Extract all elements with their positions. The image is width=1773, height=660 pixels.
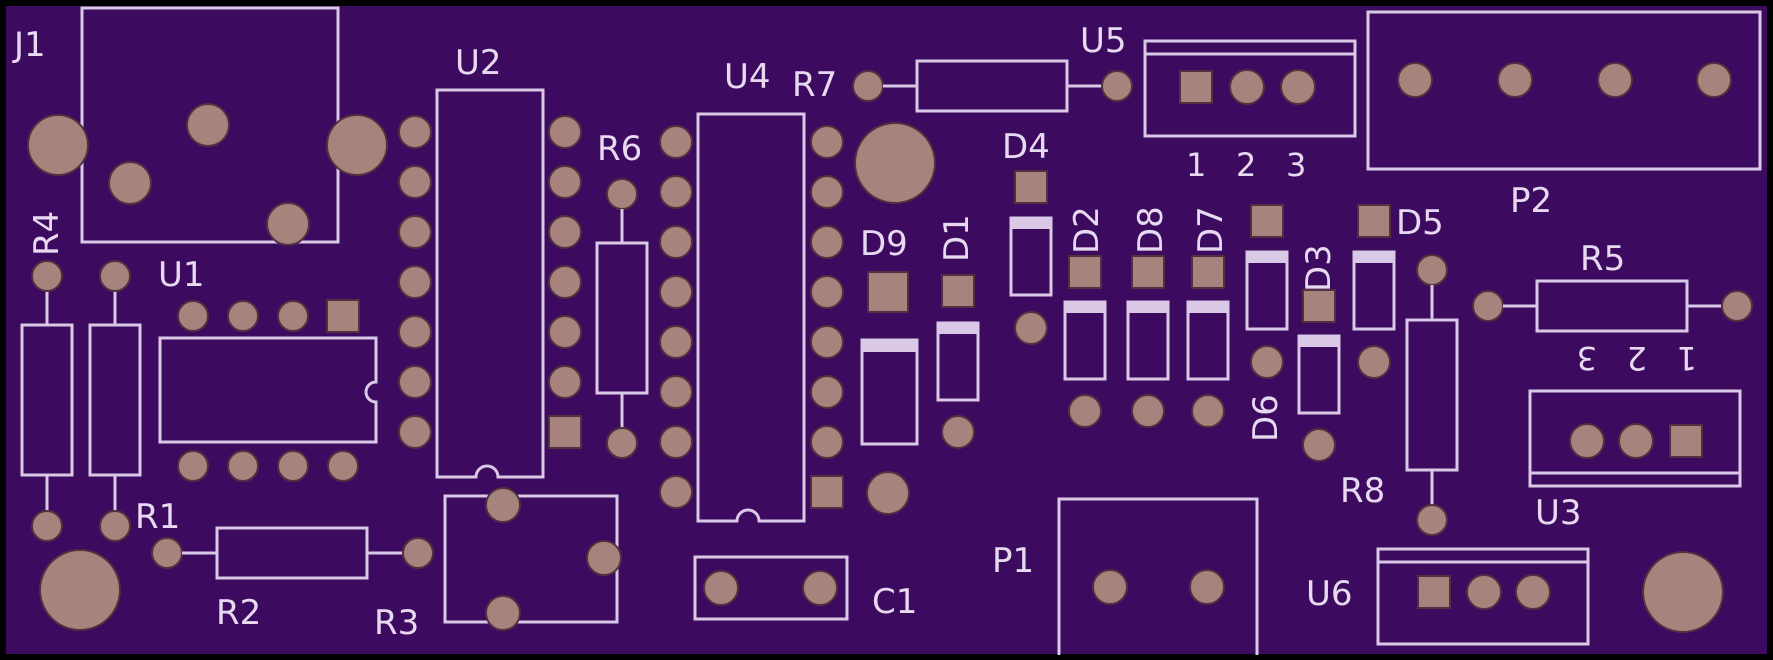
label-u5: U5 — [1080, 21, 1127, 61]
connector-j1: J1 — [12, 6, 388, 246]
label-j1: J1 — [12, 25, 46, 65]
connector-p1: P1 — [992, 497, 1259, 655]
diode-d9: D9 — [860, 224, 919, 515]
diode-d6: D6 — [1245, 204, 1289, 442]
regulator-u6: U6 — [1306, 547, 1590, 646]
trimmer-r3: R3 — [374, 487, 622, 643]
resistor-r7: R7 — [792, 59, 1133, 113]
label-r1: R1 — [135, 497, 180, 537]
resistor-r6: R6 — [595, 129, 649, 459]
label-d1: D1 — [937, 214, 977, 262]
mounting-hole — [39, 549, 121, 631]
pin-number: 1 — [1186, 146, 1206, 184]
label-r5: R5 — [1580, 239, 1625, 279]
mounting-hole — [1642, 551, 1724, 633]
diode-d8: D8 — [1126, 206, 1171, 428]
diode-d2: D2 — [1063, 206, 1107, 428]
label-d2: D2 — [1067, 206, 1107, 254]
label-r6: R6 — [597, 129, 642, 169]
label-u3: U3 — [1535, 493, 1582, 533]
label-d4: D4 — [1002, 127, 1050, 167]
label-r7: R7 — [792, 65, 837, 105]
pin-number: 3 — [1577, 339, 1597, 377]
resistor-r2: R2 — [151, 526, 434, 633]
label-r2: R2 — [216, 593, 261, 633]
label-r3: R3 — [374, 603, 419, 643]
diode-d1: D1 — [936, 214, 980, 449]
mounting-hole — [854, 122, 936, 204]
label-u1: U1 — [158, 255, 205, 295]
label-p2: P2 — [1510, 181, 1552, 221]
pin-number: 2 — [1236, 146, 1256, 184]
regulator-u3: U3 3 2 1 — [1528, 339, 1742, 533]
regulator-u5: U5 1 2 3 — [1080, 21, 1357, 184]
label-u2: U2 — [455, 43, 502, 83]
resistor-r8: R8 — [1340, 254, 1459, 536]
capacitor-c1: C1 — [693, 555, 917, 622]
pin-number: 3 — [1286, 146, 1306, 184]
diode-d4: D4 — [1002, 127, 1053, 345]
diode-d5: D5 — [1352, 203, 1444, 379]
label-d7: D7 — [1191, 206, 1231, 254]
pin-number: 2 — [1627, 339, 1647, 377]
connector-p2: P2 — [1366, 10, 1762, 221]
label-d3: D3 — [1299, 244, 1339, 292]
resistor-r5: R5 — [1472, 239, 1753, 333]
label-c1: C1 — [872, 582, 917, 622]
diode-d7: D7 — [1186, 206, 1231, 428]
label-r8: R8 — [1340, 471, 1385, 511]
ic-u2: U2 — [398, 43, 582, 479]
diode-d3: D3 — [1297, 244, 1341, 462]
label-p1: P1 — [992, 541, 1034, 581]
ic-u4: U4 — [659, 57, 844, 523]
label-r4: R4 — [27, 211, 67, 256]
pin-number: 1 — [1677, 339, 1697, 377]
label-d9: D9 — [860, 224, 908, 264]
label-d5: D5 — [1396, 203, 1444, 243]
ic-u1: U1 — [158, 255, 378, 482]
label-d8: D8 — [1131, 206, 1171, 254]
label-u4: U4 — [724, 57, 771, 97]
label-u6: U6 — [1306, 574, 1353, 614]
resistor-r4: R4 — [20, 211, 74, 542]
label-d6: D6 — [1246, 394, 1286, 442]
resistor-r1: R1 — [88, 260, 180, 542]
